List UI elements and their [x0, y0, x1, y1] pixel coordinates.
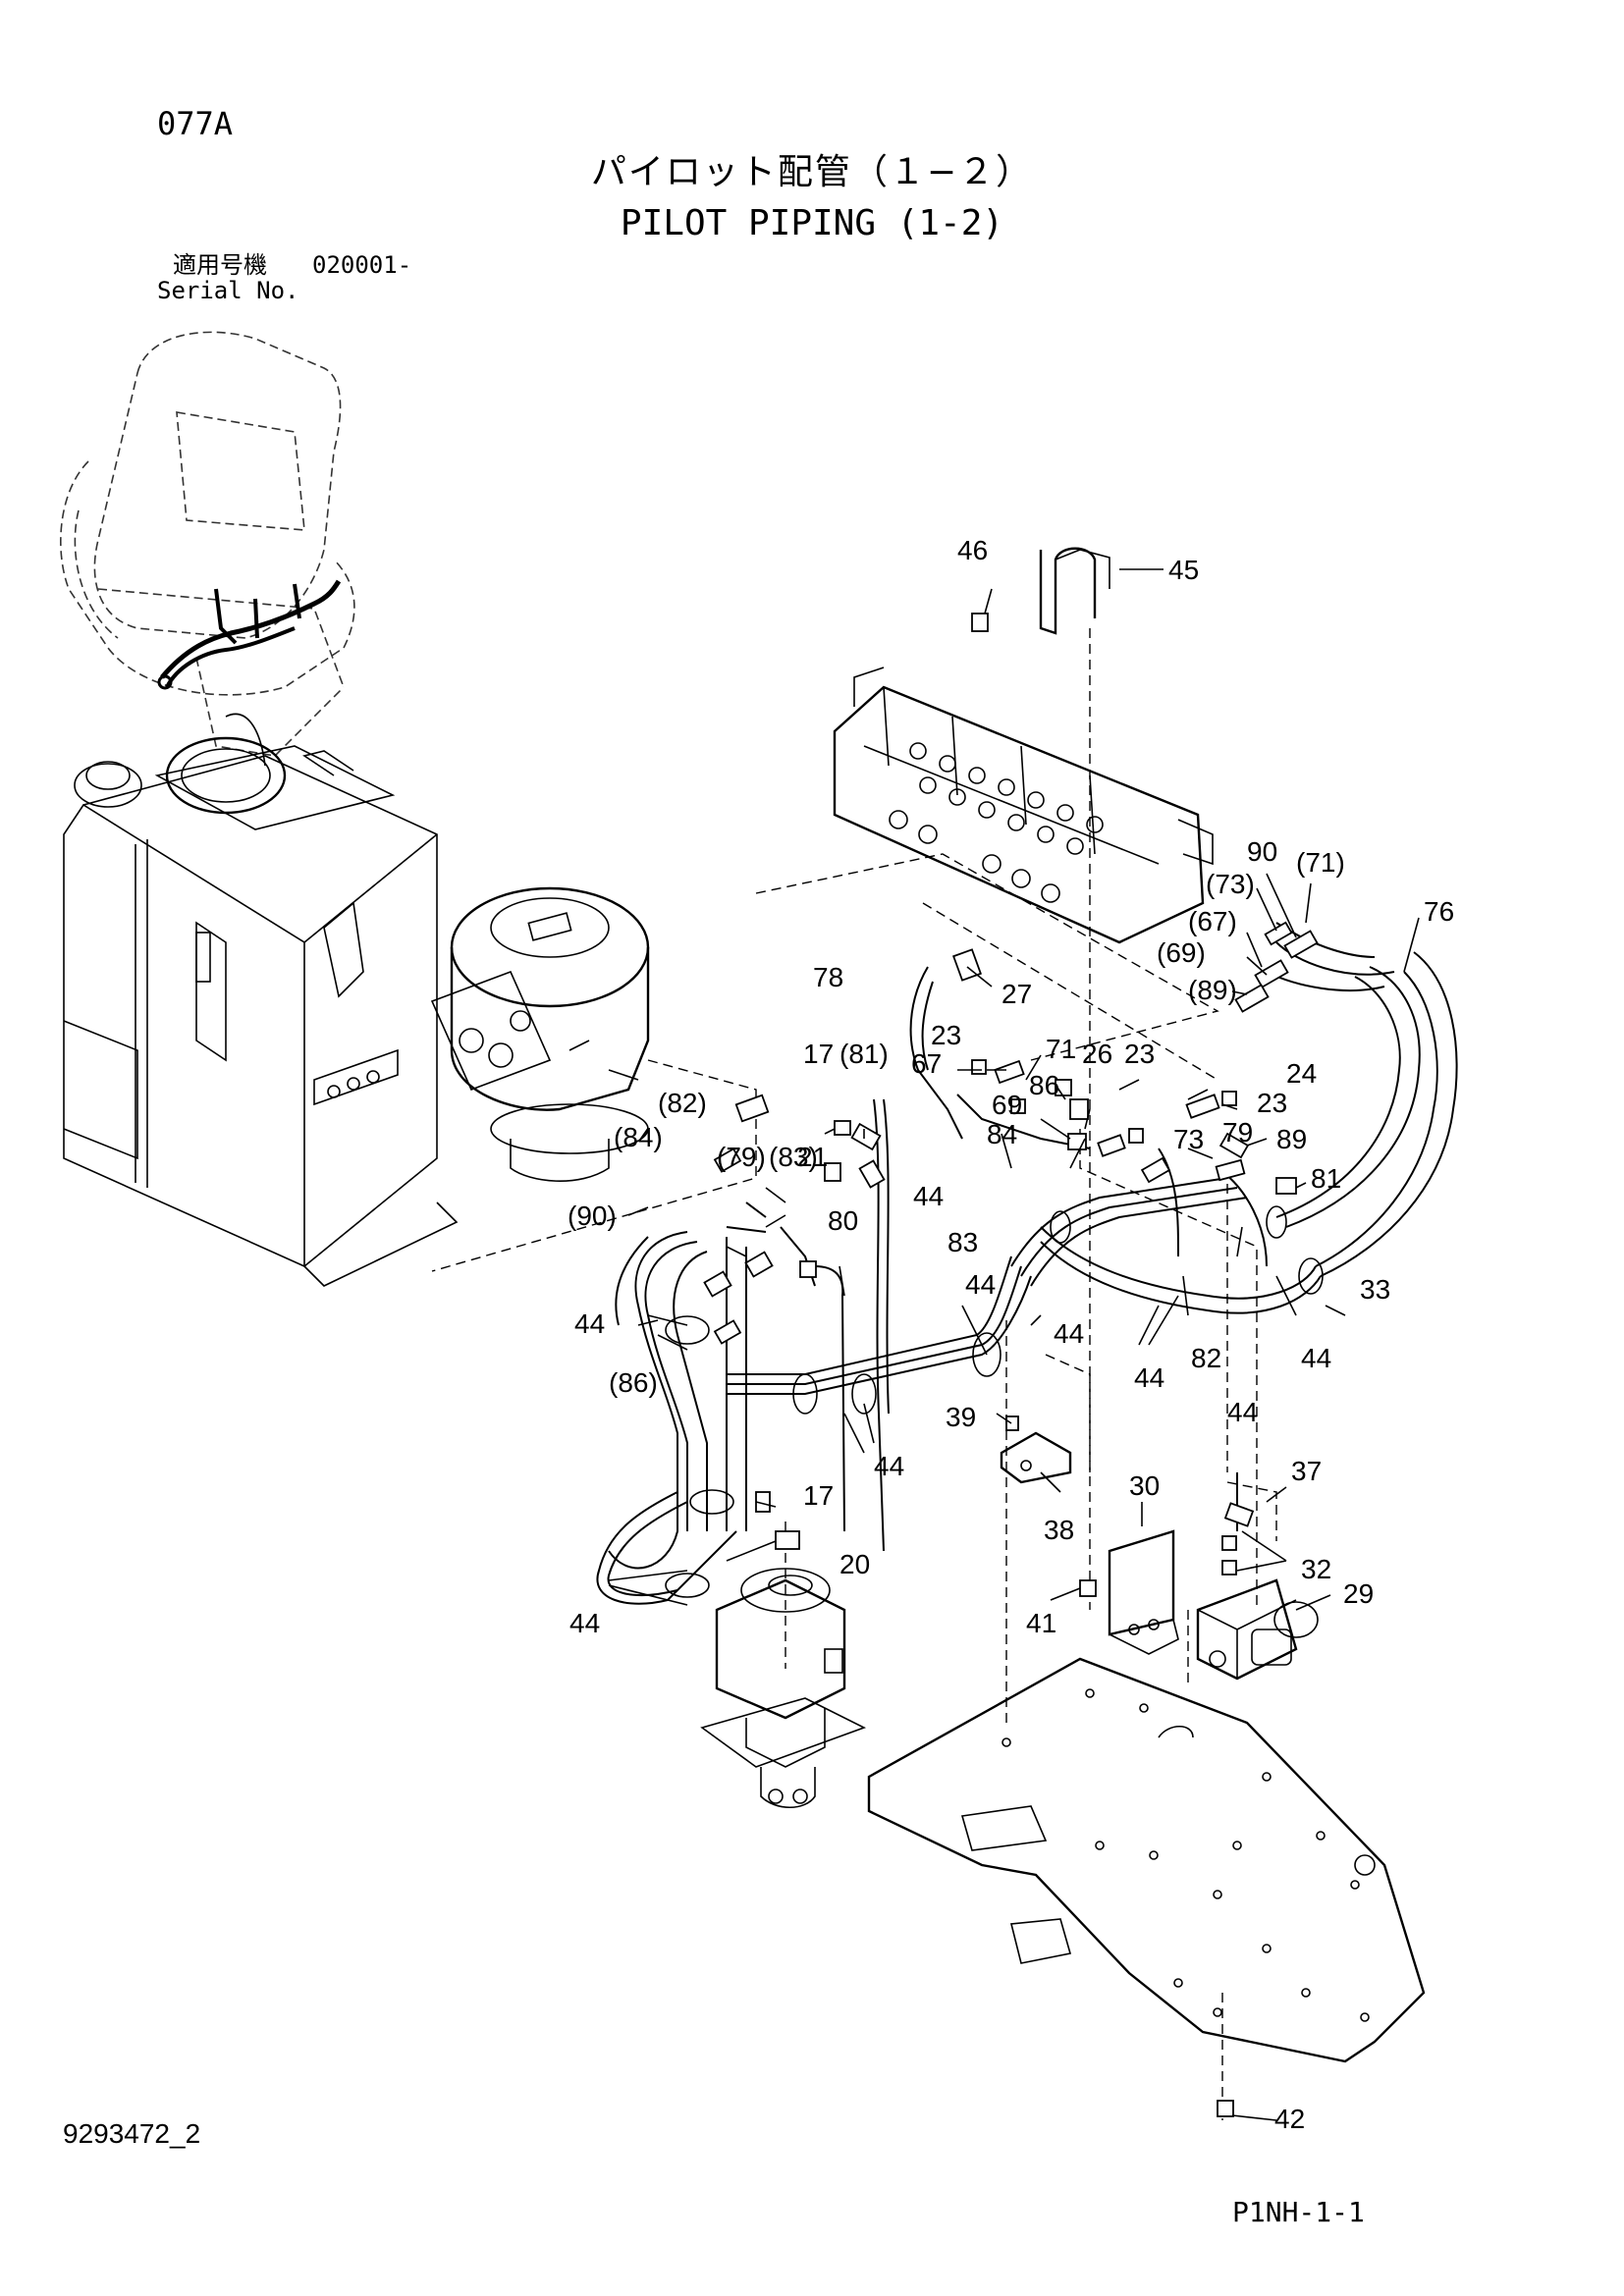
callout-30: 30 — [1129, 1470, 1160, 1501]
callout-86b: (86) — [609, 1367, 658, 1398]
bracket-45 — [1039, 547, 1110, 635]
callout-79: 79 — [1222, 1117, 1253, 1148]
callout-86: 86 — [1029, 1070, 1059, 1100]
callout-90b: (90) — [568, 1201, 617, 1231]
callout-69b: 69 — [992, 1090, 1022, 1120]
operator-seat — [60, 331, 355, 757]
callout-17b: 17 — [803, 1480, 834, 1511]
callout-89b: 89 — [1276, 1124, 1307, 1154]
callout-44e: 44 — [1301, 1343, 1331, 1373]
page-title-en: PILOT PIPING (1-2) — [620, 203, 1004, 243]
callout-82: (82) — [658, 1088, 707, 1118]
callout-82b: 82 — [1191, 1343, 1221, 1373]
callout-44f: 44 — [574, 1308, 605, 1339]
callout-44d: 44 — [1134, 1362, 1164, 1393]
callout-21: 21 — [797, 1142, 828, 1172]
callout-33: 33 — [1360, 1274, 1390, 1305]
floor-plate — [867, 1657, 1426, 2063]
solenoid-valve-29 — [1196, 1578, 1319, 1681]
seat-wire-harness — [157, 579, 342, 690]
callout-26: 26 — [1082, 1039, 1112, 1069]
callout-67: (67) — [1188, 906, 1237, 936]
pilot-pump — [700, 1568, 867, 1808]
callout-83b: 83 — [947, 1227, 978, 1257]
callout-41: 41 — [1026, 1608, 1056, 1638]
callout-71: (71) — [1296, 847, 1345, 878]
drawing-number: 9293472_2 — [63, 2118, 201, 2149]
callout-23b: 23 — [1124, 1039, 1155, 1069]
callout-73b: 73 — [1173, 1124, 1204, 1154]
callout-44i: 44 — [569, 1608, 600, 1638]
callout-81: (81) — [839, 1039, 889, 1069]
callout-90: 90 — [1247, 836, 1277, 867]
pilot-hoses — [596, 922, 1458, 1605]
callout-80: 80 — [828, 1205, 858, 1236]
swing-motor — [430, 886, 650, 1182]
bracket-30 — [1108, 1529, 1179, 1655]
callout-79b: (79) — [717, 1142, 766, 1172]
callout-71b: 71 — [1046, 1034, 1076, 1064]
callout-labels: 46 45 90 (71) 76 (73) (67) (69) (89) 78 … — [568, 535, 1454, 2134]
callout-45: 45 — [1168, 555, 1199, 585]
hydraulic-oil-tank — [63, 713, 459, 1287]
callout-39: 39 — [946, 1402, 976, 1432]
serial-range: 020001- — [312, 251, 412, 279]
callout-17a: 17 — [803, 1039, 834, 1069]
callout-23a: 23 — [931, 1020, 961, 1050]
callout-37: 37 — [1291, 1456, 1322, 1486]
callout-20: 20 — [839, 1549, 870, 1579]
callout-84: 84 — [987, 1119, 1017, 1149]
page-code: 077A — [157, 105, 234, 142]
callout-78: 78 — [813, 962, 843, 992]
callout-29: 29 — [1343, 1578, 1374, 1609]
control-valve — [833, 667, 1214, 944]
callout-44c: 44 — [1054, 1318, 1084, 1349]
callout-76: 76 — [1424, 896, 1454, 927]
callout-46: 46 — [957, 535, 988, 565]
bracket-38 — [1000, 1431, 1072, 1484]
callout-23c: 23 — [1257, 1088, 1287, 1118]
callout-24: 24 — [1286, 1058, 1317, 1089]
callout-44h: 44 — [1227, 1397, 1258, 1427]
callout-73: (73) — [1206, 869, 1255, 899]
callout-44a: 44 — [913, 1181, 944, 1211]
hose-clamps — [665, 1205, 1324, 1598]
fittings — [703, 613, 1319, 2117]
sheet-code: P1NH-1-1 — [1232, 2196, 1365, 2228]
leader-lines — [608, 568, 1420, 2121]
page-title-jp: パイロット配管（１−２） — [590, 152, 1034, 192]
callout-89: (89) — [1188, 975, 1237, 1005]
callout-27: 27 — [1001, 979, 1032, 1009]
callout-32: 32 — [1301, 1554, 1331, 1584]
callout-44b: 44 — [965, 1269, 996, 1300]
callout-44g: 44 — [874, 1451, 904, 1481]
callout-83: (83) — [769, 1142, 818, 1172]
callout-84b: (84) — [614, 1122, 663, 1152]
callout-69: (69) — [1157, 937, 1206, 968]
callout-38: 38 — [1044, 1515, 1074, 1545]
serial-label-jp: 適用号機 — [173, 251, 267, 279]
callout-67b: 67 — [911, 1048, 942, 1079]
serial-label-en: Serial No. — [157, 277, 299, 304]
callout-81b: 81 — [1311, 1163, 1341, 1194]
callout-42: 42 — [1274, 2104, 1305, 2134]
